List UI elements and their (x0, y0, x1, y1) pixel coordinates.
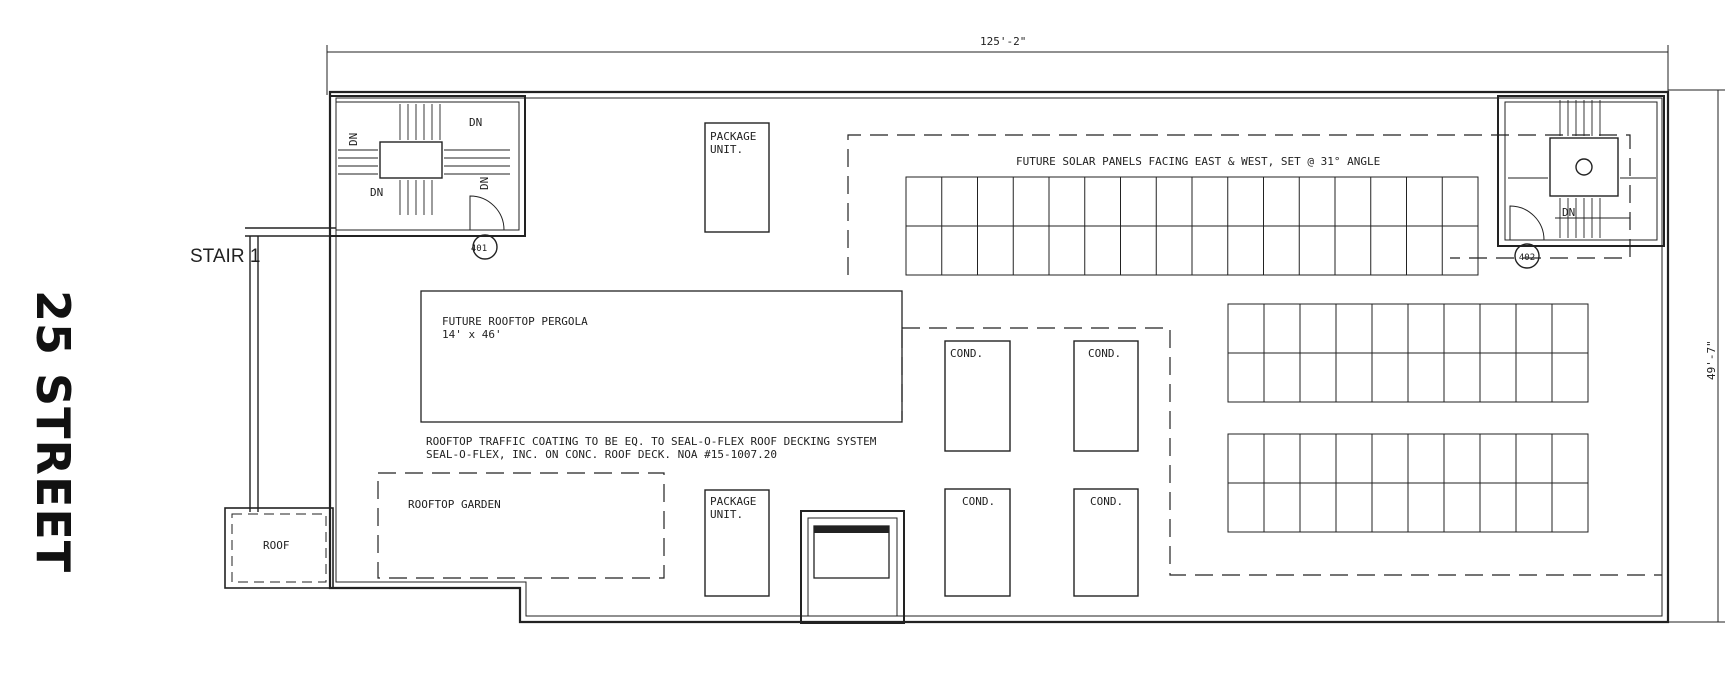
solar-zone-outline (847, 134, 1631, 275)
pergola-outline (420, 290, 903, 423)
stair-402-enclosure (1497, 95, 1665, 247)
condenser-label-2: COND. (1088, 347, 1121, 360)
mechanical-zone-outline (902, 327, 1662, 576)
solar-arrays (905, 176, 1589, 533)
condenser-box-4 (1073, 488, 1139, 597)
solar-panels-note: FUTURE SOLAR PANELS FACING EAST & WEST, … (1016, 155, 1380, 168)
pergola-title: FUTURE ROOFTOP PERGOLA (442, 315, 588, 328)
door-tag-402-circle (1514, 243, 1540, 269)
elevator-shaft (800, 510, 905, 624)
condenser-label-4: COND. (1090, 495, 1123, 508)
stair-mark-dn-4: DN (478, 177, 491, 190)
stair-mark-dn-5: DN (1562, 206, 1575, 219)
stair-1-exterior (224, 227, 336, 589)
stair-mark-dn-3: DN (347, 133, 360, 146)
pergola-size: 14' x 46' (442, 328, 502, 341)
condenser-label-1: COND. (950, 347, 983, 360)
rooftop-garden-outline (377, 472, 665, 579)
rooftop-garden-label: ROOFTOP GARDEN (408, 498, 501, 511)
condenser-label-3: COND. (962, 495, 995, 508)
building-outline (328, 90, 1670, 624)
door-tag-402: 402 (1519, 253, 1535, 263)
condenser-box-1 (944, 340, 1011, 452)
coating-note-line-2: SEAL-O-FLEX, INC. ON CONC. ROOF DECK. NO… (426, 448, 777, 461)
width-dimension: 125'-2" (980, 35, 1026, 48)
depth-dimension-line (1668, 89, 1725, 623)
stair-1-enclosure (329, 95, 526, 237)
stair-mark-dn-2: DN (370, 186, 383, 199)
door-tag-401-circle (472, 234, 498, 260)
depth-dimension: 49'-7" (1705, 340, 1718, 380)
width-dimension-line (326, 45, 1669, 95)
roof-label: ROOF (263, 539, 290, 552)
stair-1-label: STAIR 1 (190, 246, 260, 267)
condenser-box-2 (1073, 340, 1139, 452)
stair-mark-dn-1: DN (469, 116, 482, 129)
coating-note-line-1: ROOFTOP TRAFFIC COATING TO BE EQ. TO SEA… (426, 435, 877, 448)
door-tag-401: 401 (471, 244, 487, 254)
package-unit-box-south (704, 489, 770, 597)
condenser-box-3 (944, 488, 1011, 597)
package-unit-box-north (704, 122, 770, 233)
